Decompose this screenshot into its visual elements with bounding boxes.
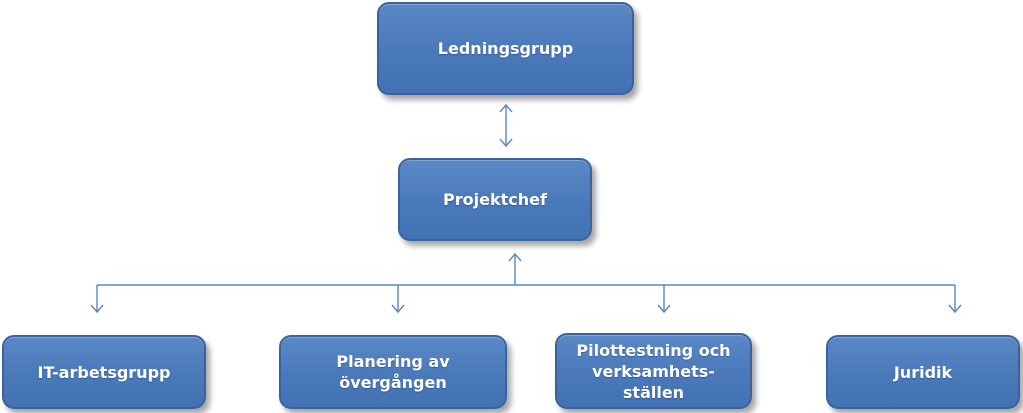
connector-to-b2 xyxy=(391,285,405,314)
node-projektchef: Projektchef xyxy=(398,158,592,241)
node-it-arbetsgrupp: IT-arbetsgrupp xyxy=(2,335,206,409)
node-juridik: Juridik xyxy=(826,335,1020,409)
connector-to-b4 xyxy=(948,285,962,314)
node-ledningsgrupp: Ledningsgrupp xyxy=(377,2,634,95)
node-planering: Planering av övergången xyxy=(279,335,507,409)
connector-to-b1 xyxy=(90,285,104,314)
connector-top-middle xyxy=(499,103,513,148)
node-pilottestning: Pilottestning och verksamhets- ställen xyxy=(555,333,752,409)
connector-to-b3 xyxy=(657,285,671,314)
connector-middle-bus xyxy=(97,252,955,286)
